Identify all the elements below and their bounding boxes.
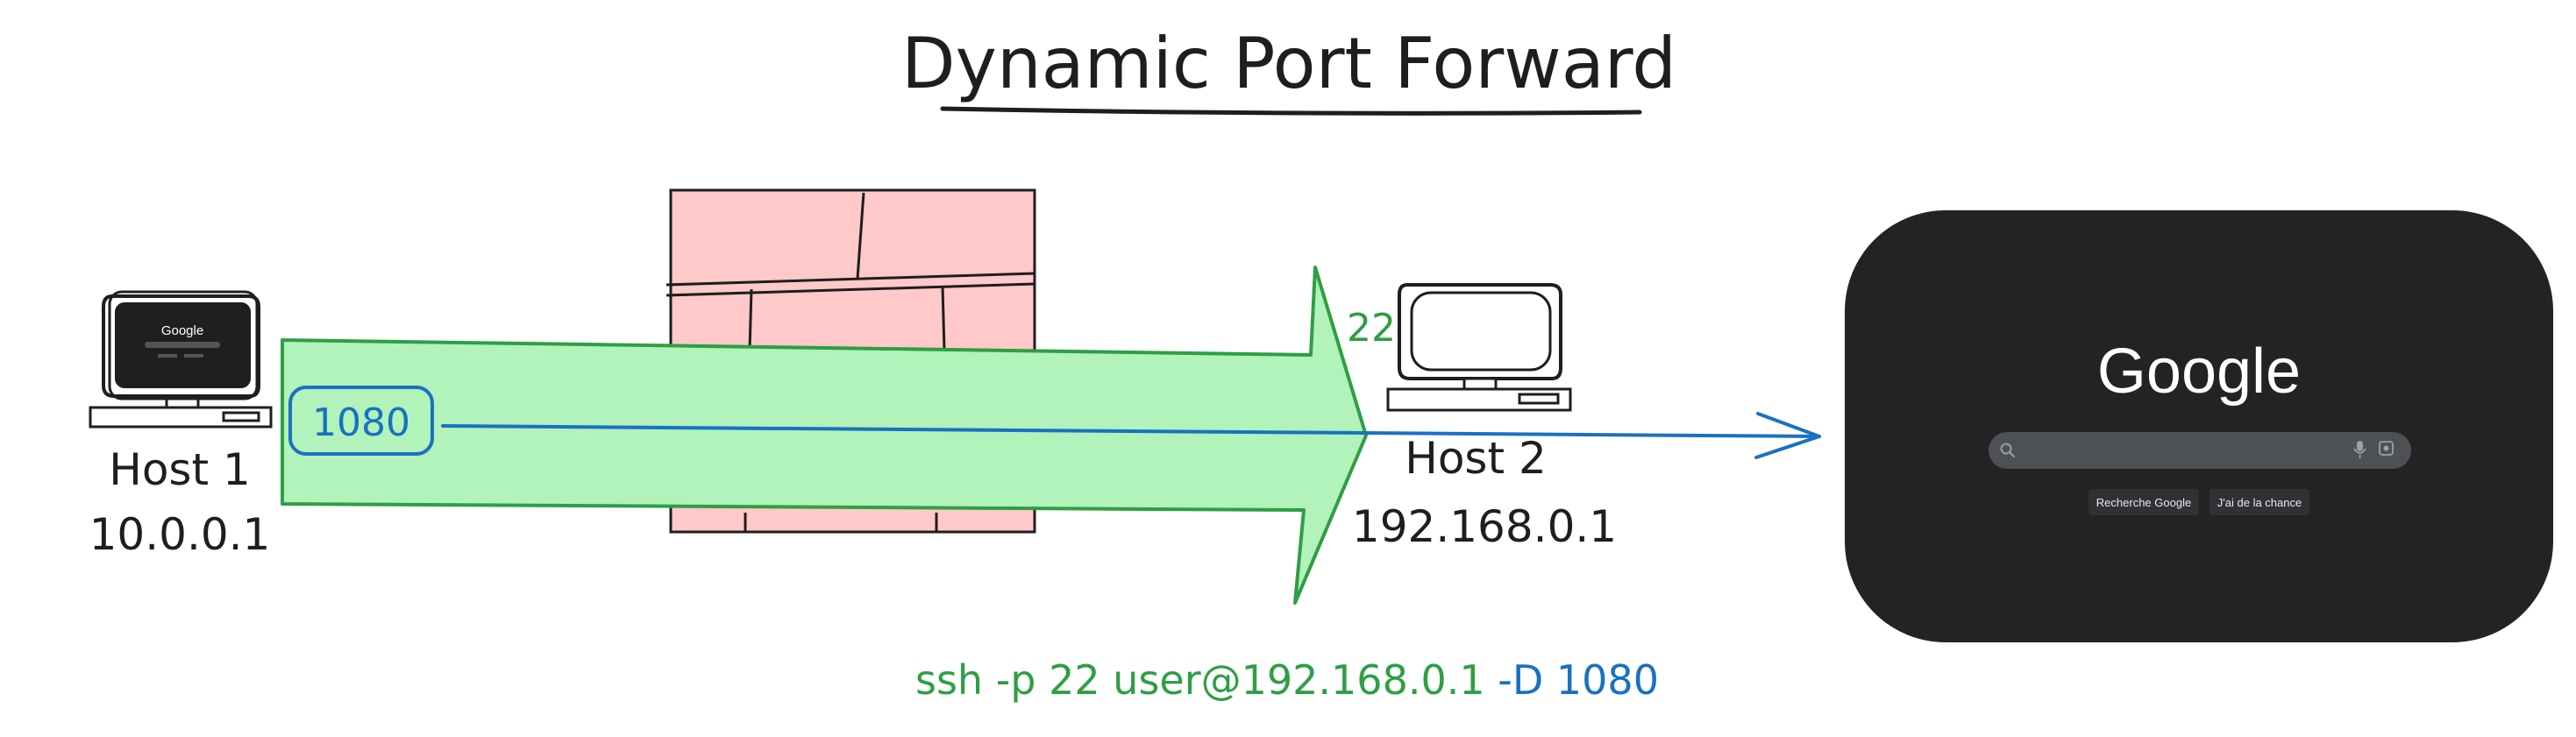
google-search-button[interactable] xyxy=(2089,489,2199,515)
camera-lens-icon[interactable] xyxy=(2379,441,2394,456)
host1-drive xyxy=(222,411,260,422)
host2-name: Host 2 xyxy=(1405,433,1547,484)
dynamic-forward-part: -D 1080 xyxy=(1485,656,1659,704)
google-search-button-label: Recherche Google xyxy=(2096,496,2191,509)
host1-screen-logo: Google xyxy=(161,323,203,338)
google-search-input[interactable] xyxy=(1989,432,2411,469)
firewall-brick-line xyxy=(665,272,1035,287)
browser-window: Google Recherche Google J'ai de la chanc… xyxy=(1845,210,2553,642)
lucky-button-label: J'ai de la chance xyxy=(2217,496,2302,509)
host2-drive xyxy=(1518,393,1560,405)
firewall-brick-line xyxy=(856,192,865,280)
host1-name: Host 1 xyxy=(109,444,251,495)
local-port-label: 1080 xyxy=(312,400,410,445)
host1-computer: Google xyxy=(89,290,273,429)
host2-stand xyxy=(1462,377,1498,391)
host1-ip: 10.0.0.1 xyxy=(89,509,271,560)
microphone-icon[interactable] xyxy=(2353,441,2366,458)
search-icon xyxy=(2000,443,2015,457)
ssh-tunnel-arrow xyxy=(281,266,1368,605)
browser-background xyxy=(1845,210,2553,642)
socks-link-line xyxy=(441,424,1821,438)
host1-screen-searchbar xyxy=(145,342,220,348)
ssh-command: ssh -p 22 user@192.168.0.1 -D 1080 xyxy=(915,656,1659,704)
title-underline xyxy=(940,106,1642,116)
socks-link-arrowhead xyxy=(1754,412,1821,459)
firewall-brick-line xyxy=(748,288,753,351)
local-port-box xyxy=(288,386,434,456)
host2-computer xyxy=(1386,283,1572,412)
firewall-brick-line xyxy=(665,282,1035,297)
diagram-title: Dynamic Port Forward xyxy=(901,23,1676,104)
host2-ssh-port: 22 xyxy=(1347,306,1396,351)
host2-ip: 192.168.0.1 xyxy=(1352,501,1617,552)
ssh-command-part: ssh -p 22 user@192.168.0.1 xyxy=(915,656,1485,704)
lucky-button[interactable] xyxy=(2210,489,2309,515)
host2-screen xyxy=(1410,291,1552,372)
google-logo: Google xyxy=(2097,337,2301,407)
firewall-brick-line xyxy=(941,285,946,351)
